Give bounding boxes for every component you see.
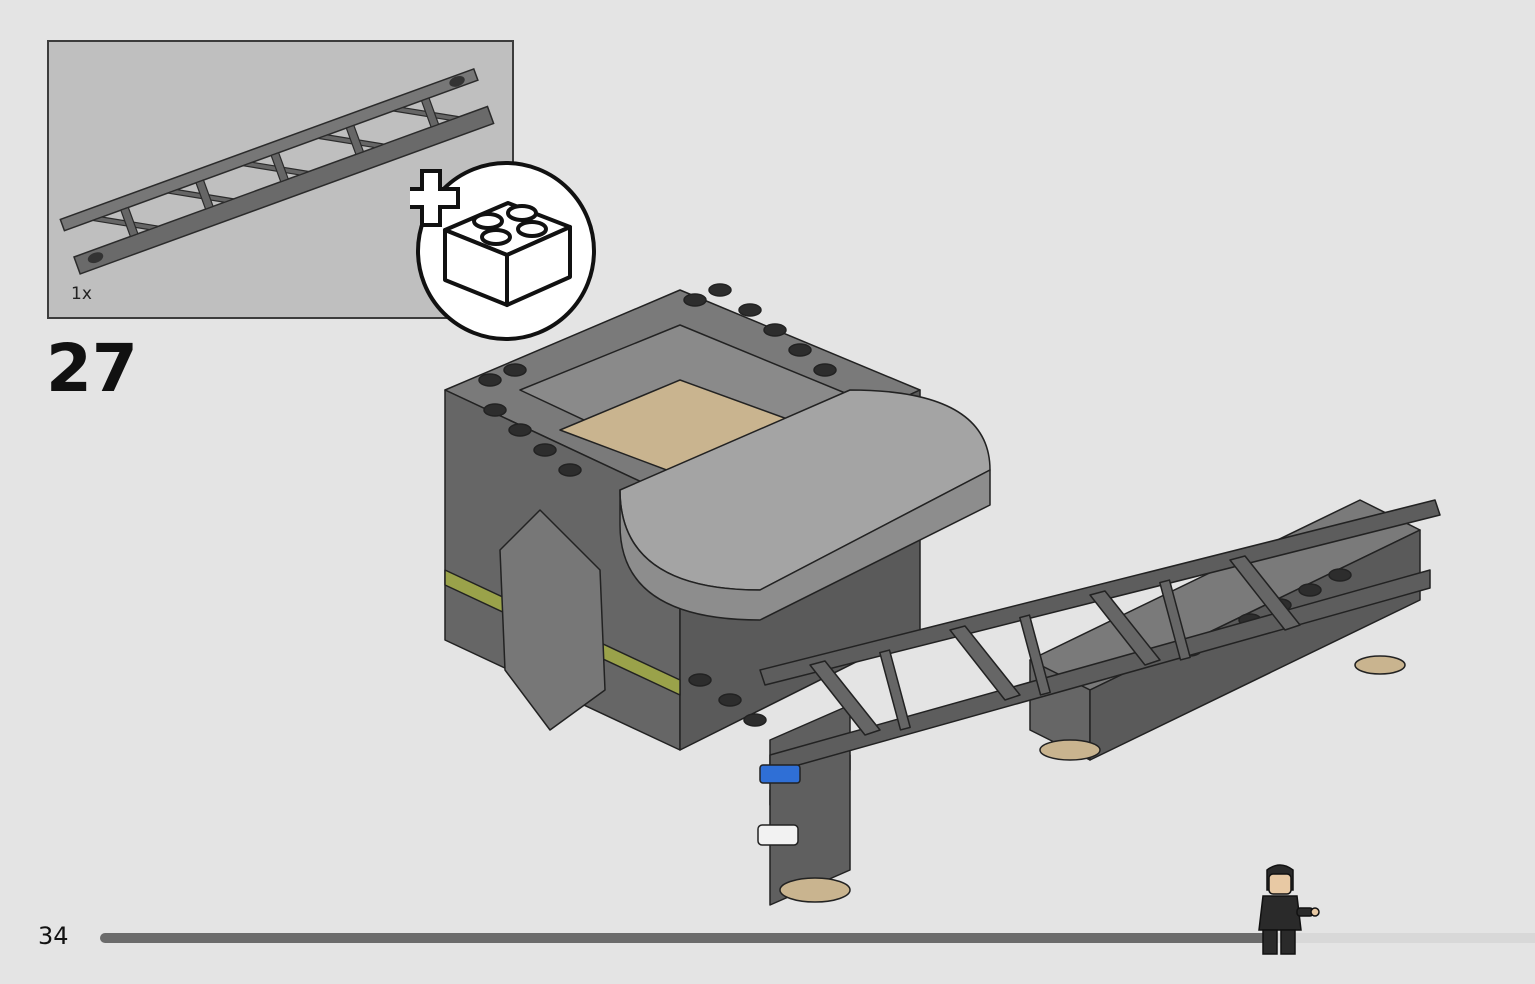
plus-brick-icon: [410, 161, 596, 341]
progress-fill: [100, 933, 1277, 943]
step-number: 27: [46, 330, 138, 407]
page-number: 34: [38, 922, 69, 950]
part-quantity: 1x: [71, 284, 92, 304]
progress-bar: [100, 933, 1535, 943]
model-illustration: [444, 283, 1441, 906]
minifigure-icon: [1258, 864, 1320, 955]
truss-rail-part-icon: [59, 67, 495, 275]
